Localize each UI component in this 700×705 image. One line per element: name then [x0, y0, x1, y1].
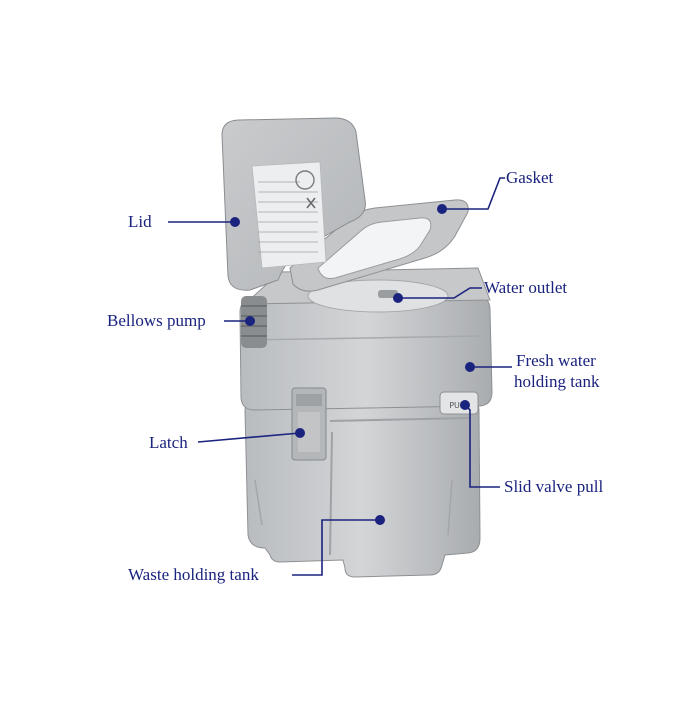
callout-dot-waste-tank [375, 515, 385, 525]
slide-valve-shape: PULL [439, 391, 479, 415]
callout-line-gasket [442, 177, 505, 210]
callout-line-water-outlet [398, 287, 482, 299]
callout-dot-gasket [437, 204, 447, 214]
callout-lines [168, 177, 512, 576]
waste-tank-shape [244, 397, 481, 578]
valve-pull-tag: PULL [449, 401, 469, 410]
callout-dot-fresh-water [465, 362, 475, 372]
callout-dots [230, 204, 475, 525]
callout-dot-bellows [245, 316, 255, 326]
seat-ring-shape [289, 199, 469, 292]
label-waste-holding-tank: Waste holding tank [128, 565, 259, 584]
callout-line-waste-tank [292, 519, 380, 576]
latch-shape [291, 387, 327, 461]
label-fresh-water-line1: Fresh water [516, 351, 596, 370]
label-lid: Lid [128, 212, 152, 231]
callout-line-slide-valve [464, 404, 500, 488]
callout-dot-latch [295, 428, 305, 438]
callout-dot-water-outlet [393, 293, 403, 303]
lid-shape [221, 117, 366, 291]
fresh-water-tank-shape [239, 267, 493, 411]
label-fresh-water-line2: holding tank [514, 372, 600, 391]
label-bellows-pump: Bellows pump [107, 311, 206, 330]
callout-dot-slide-valve [460, 400, 470, 410]
callout-dot-lid [230, 217, 240, 227]
callout-line-latch [197, 432, 301, 443]
label-slide-valve-pull: Slid valve pull [504, 477, 604, 496]
label-gasket: Gasket [506, 168, 554, 187]
label-water-outlet: Water outlet [484, 278, 568, 297]
label-latch: Latch [149, 433, 188, 452]
